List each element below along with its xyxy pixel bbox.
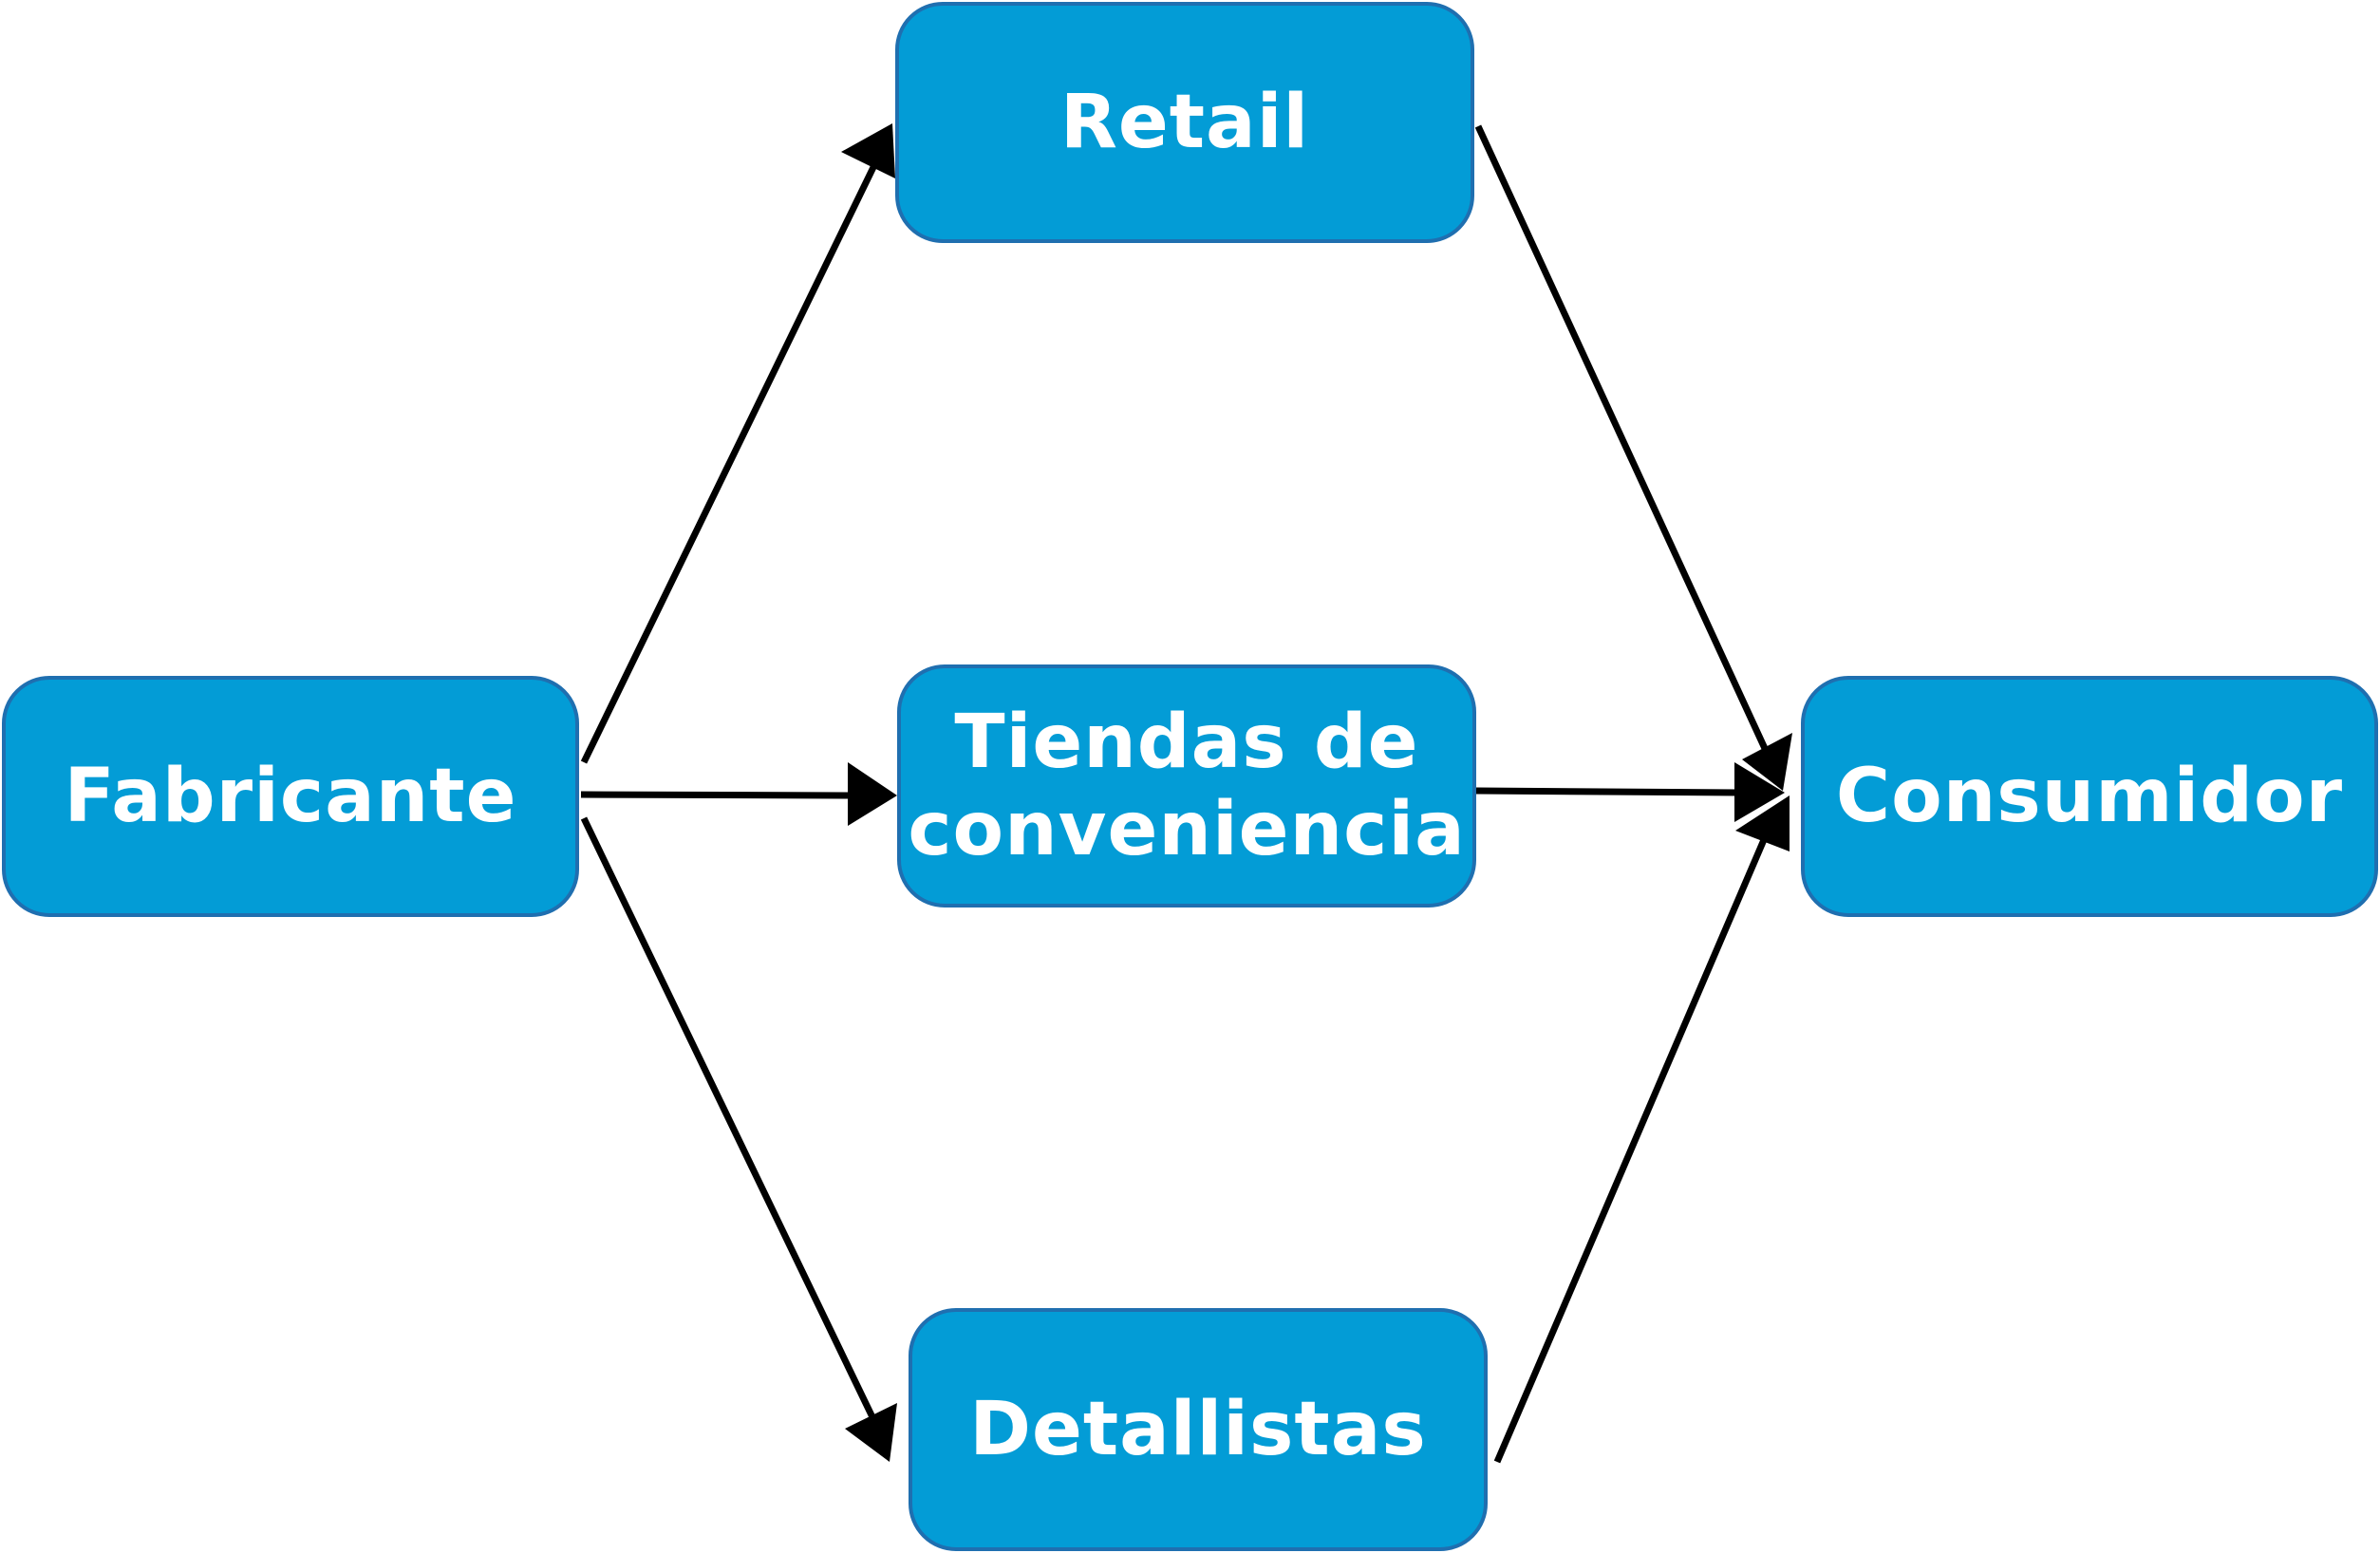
arrowhead-retail-consumidor (1742, 733, 1792, 791)
node-label: Tiendas de conveniencia (908, 700, 1466, 872)
arrow-fabricante-detallistas (580, 816, 877, 1421)
arrow-fabricante-retail (580, 161, 879, 764)
arrowhead-detallistas-consumidor (1735, 795, 1790, 851)
arrow-detallistas-consumidor (1493, 833, 1770, 1464)
node-fabricante: Fabricante (2, 676, 579, 917)
arrow-tiendas-consumidor (1475, 787, 1740, 796)
node-label: Detallistas (969, 1387, 1427, 1472)
node-label: Fabricante (64, 754, 517, 839)
node-retail: Retail (895, 2, 1474, 243)
node-detallistas: Detallistas (909, 1308, 1488, 1551)
node-tiendas-de-conveniencia: Tiendas de conveniencia (897, 664, 1476, 907)
node-consumidor: Consumidor (1801, 676, 2378, 917)
arrowhead-fabricante-retail (841, 123, 895, 178)
node-label: Consumidor (1835, 754, 2344, 839)
arrowhead-fabricante-tiendas (848, 762, 897, 826)
arrowhead-fabricante-detallistas (845, 1403, 897, 1462)
arrow-retail-consumidor (1474, 124, 1771, 757)
arrowhead-tiendas-consumidor (1734, 762, 1785, 822)
node-label: Retail (1059, 80, 1310, 165)
